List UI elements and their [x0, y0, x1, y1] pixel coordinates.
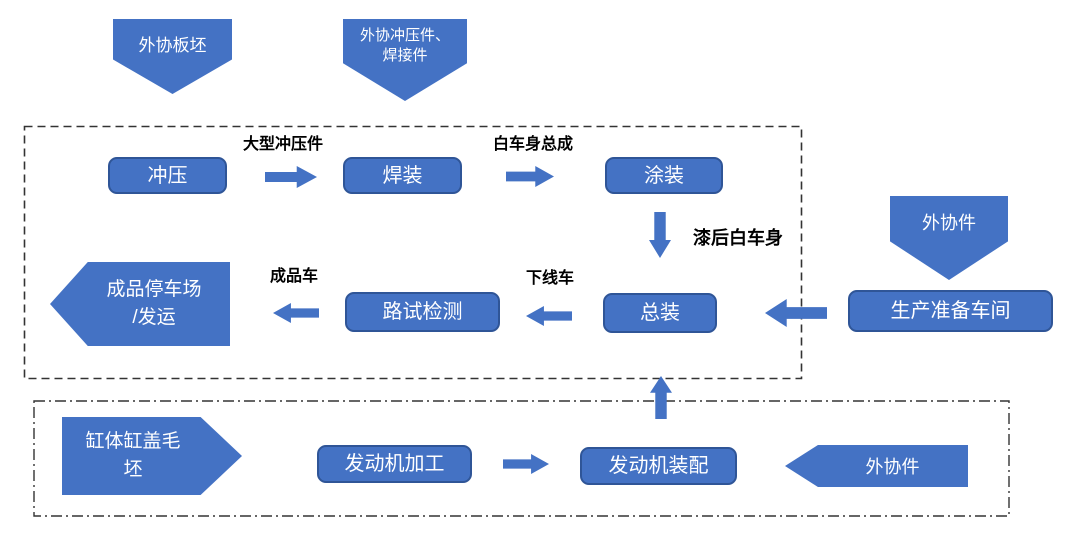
arrow-assembly-to-roadtest-icon — [526, 306, 572, 326]
node-stamping: 冲压 — [108, 157, 227, 194]
node-label-line1: 外协冲压件、 — [359, 27, 450, 44]
node-label-line1: 成品停车场 — [106, 279, 202, 301]
node-outsourced-stamping-welding-parts: 外协冲压件、 焊接件 — [343, 19, 467, 101]
node-engine-assembly: 发动机装配 — [580, 447, 737, 485]
node-production-prep-workshop: 生产准备车间 — [848, 290, 1053, 332]
edge-label-finished-car: 成品车 — [269, 268, 318, 285]
arrow-stamping-to-welding-icon — [265, 166, 317, 188]
node-label: 发动机加工 — [344, 453, 445, 475]
node-label: 总装 — [640, 302, 680, 324]
node-outsourced-parts-bottom: 外协件 — [785, 445, 968, 487]
node-label: 外协板坯 — [138, 36, 207, 55]
node-outsourced-parts-top: 外协件 — [890, 196, 1008, 280]
node-road-test: 路试检测 — [345, 292, 500, 332]
node-label: 焊装 — [382, 164, 423, 187]
arrow-roadtest-to-parking-icon — [273, 303, 319, 323]
arrow-engine-assembly-to-final-icon — [650, 376, 672, 419]
node-label-line2: /发运 — [132, 307, 176, 328]
edge-label-biw-assembly: 白车身总成 — [492, 136, 573, 153]
node-finished-parking-shipping: 成品停车场 /发运 — [50, 262, 230, 346]
node-painting: 涂装 — [605, 157, 723, 194]
arrow-painting-to-assembly-icon — [649, 212, 671, 258]
arrow-prep-to-assembly-icon — [765, 299, 827, 327]
node-label: 生产准备车间 — [890, 300, 1011, 322]
node-label-line1: 缸体缸盖毛 — [85, 431, 181, 453]
node-engine-machining: 发动机加工 — [317, 445, 472, 483]
node-final-assembly: 总装 — [603, 293, 717, 333]
node-label-line2: 焊接件 — [382, 47, 428, 65]
edge-label-offline-car: 下线车 — [525, 270, 574, 287]
node-label-line2: 坯 — [123, 459, 143, 480]
node-label: 冲压 — [147, 164, 188, 187]
node-label: 外协件 — [922, 213, 976, 233]
node-outsourced-plate-blank: 外协板坯 — [113, 19, 232, 94]
node-label: 外协件 — [865, 457, 920, 477]
edge-label-large-stampings: 大型冲压件 — [242, 136, 323, 153]
node-label: 涂装 — [644, 164, 684, 187]
arrow-welding-to-painting-icon — [506, 166, 554, 187]
node-label: 发动机装配 — [608, 455, 709, 477]
node-cylinder-block-head-blank: 缸体缸盖毛 坯 — [62, 417, 242, 495]
edge-label-painted-biw: 漆后白车身 — [693, 228, 783, 248]
node-welding: 焊装 — [343, 157, 462, 194]
arrow-machining-to-engine-assembly-icon — [503, 454, 549, 474]
node-label: 路试检测 — [382, 301, 463, 323]
